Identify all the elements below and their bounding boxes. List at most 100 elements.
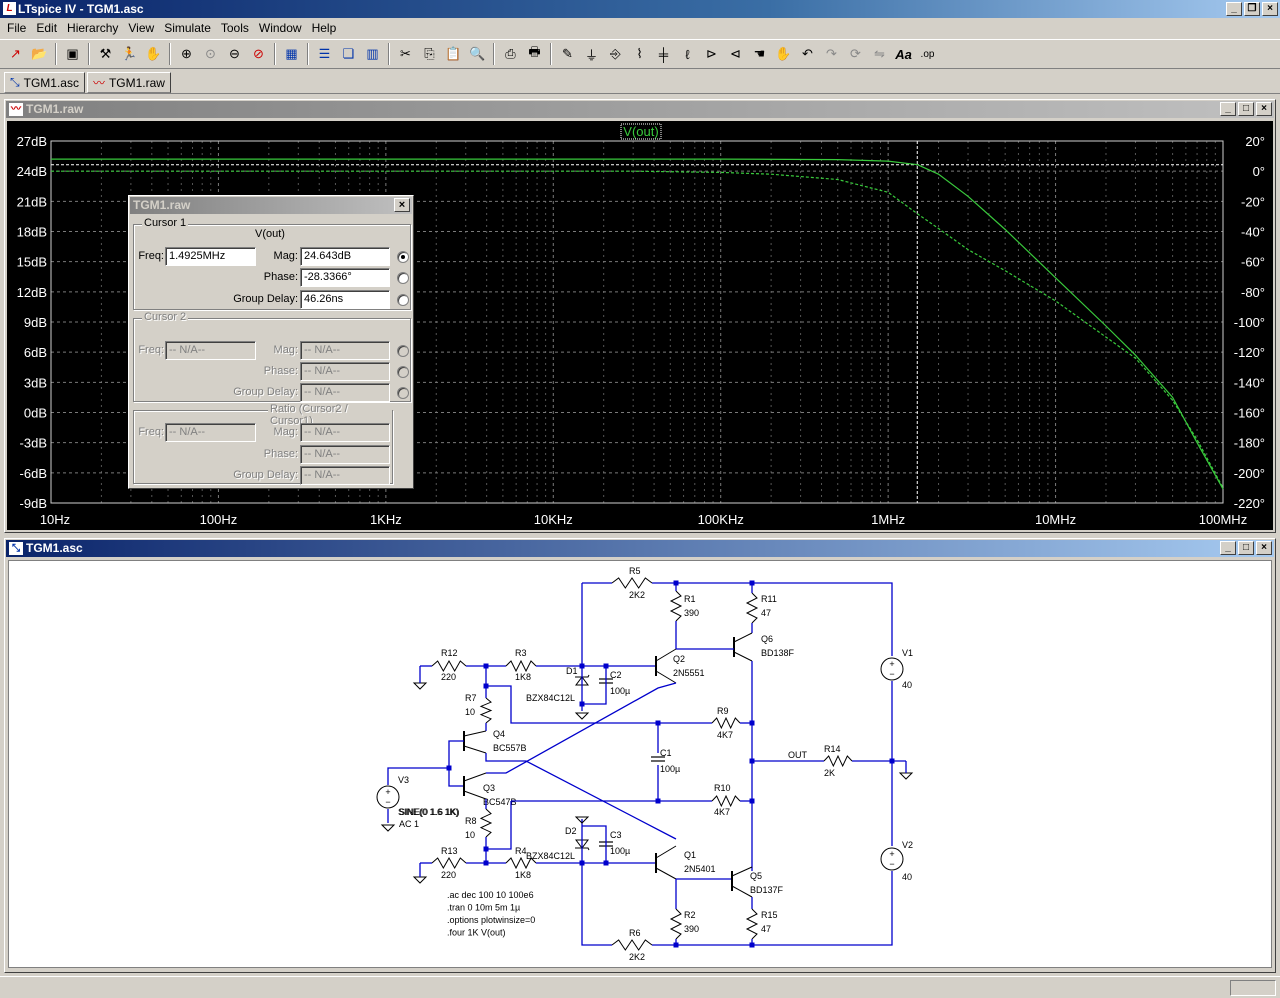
menu-tools[interactable]: Tools [220,21,249,35]
r12-resistor [431,659,467,673]
d1-ref: D1 [566,666,578,676]
q2-ref: Q2 [673,654,685,664]
schematic-close-button[interactable]: × [1256,541,1272,555]
cut-icon[interactable]: ✂ [400,46,411,61]
y-left-tick-label: 15dB [17,255,47,270]
zoom-full-icon[interactable]: ⊙ [205,46,216,61]
cursor-dialog-close-button[interactable]: × [394,198,410,212]
find-icon[interactable]: 🔍 [469,46,486,61]
cursor1-phase-radio[interactable] [397,272,409,284]
cursor-dialog-title[interactable]: TGM1.raw [130,197,412,214]
new-schematic-icon[interactable]: ↗ [10,46,21,61]
y-left-tick-label: -6dB [20,466,47,481]
wire [582,825,607,863]
cursor2-legend: Cursor 2 [142,311,189,323]
label-net-icon[interactable]: ⎆ [610,46,621,61]
y-left-tick-label: 21dB [17,194,47,209]
resistor-icon[interactable]: ⌇ [636,46,643,61]
v2-plus: + [889,849,894,859]
cursor1-mag-radio[interactable] [397,251,409,263]
menu-file[interactable]: File [7,21,27,35]
inductor-icon[interactable]: ℓ [685,46,690,62]
junction-dot [749,758,755,764]
cursor2-gd-radio [397,387,409,399]
halt-icon[interactable]: ✋ [145,46,162,61]
r1-ref: R1 [684,594,696,604]
move-icon[interactable]: ☚ [753,46,766,61]
tile-vertical-icon[interactable]: ▥ [366,46,379,61]
minimize-button[interactable]: _ [1226,2,1242,16]
menu-help[interactable]: Help [311,21,337,35]
paste-icon[interactable]: 📋 [445,46,462,61]
ratio-gd-field: -- N/A-- [300,466,390,485]
capacitor-icon[interactable]: ╪ [658,46,669,62]
close-button[interactable]: × [1262,2,1278,16]
plot-window-titlebar[interactable]: 〰 TGM1.raw _ □ × [6,101,1274,118]
schematic-maximize-button[interactable]: □ [1238,541,1254,555]
mirror-icon[interactable]: ⇋ [874,46,885,61]
zoom-in-icon[interactable]: ⊕ [181,46,192,61]
undo-icon[interactable]: ↶ [802,46,813,61]
cascade-icon[interactable]: ❏ [342,46,355,61]
cursor1-gd-field[interactable]: 46.26ns [300,290,390,309]
cursor1-phase-label: Phase: [263,271,298,283]
run-icon[interactable]: 🏃 [121,46,138,61]
component-icon[interactable]: ⊲ [730,46,741,61]
text-icon[interactable]: Aa [895,46,912,62]
tile-horizontal-icon[interactable]: ☰ [318,46,331,61]
autorange-icon[interactable]: ▦ [285,46,298,61]
print-preview-icon[interactable]: ⎙ [505,46,516,61]
zoom-out-icon[interactable]: ⊖ [229,46,240,61]
y-left-tick-label: 9dB [24,315,47,330]
save-icon[interactable]: ▣ [66,46,79,61]
q2-value: 2N5551 [673,668,705,678]
r10-value: 4K7 [714,807,730,817]
open-icon[interactable]: 📂 [31,46,48,61]
x-tick-label: 10Hz [40,512,70,527]
y-left-tick-label: 27dB [17,134,47,149]
redo-icon[interactable]: ↷ [826,46,837,61]
cursor1-freq-field[interactable]: 1.4925MHz [165,247,256,266]
zoom-cancel-icon[interactable]: ⊘ [253,46,264,61]
cursor1-freq-label: Freq: [138,250,164,262]
menu-hierarchy[interactable]: Hierarchy [67,21,119,35]
copy-icon[interactable]: ⎘ [424,46,435,61]
plot-maximize-button[interactable]: □ [1238,102,1254,116]
r2-value: 390 [684,924,699,934]
r11-value: 47 [761,608,771,618]
v2-voltage-source [880,847,904,871]
restore-button[interactable]: ❐ [1244,2,1260,16]
schematic-window-titlebar[interactable]: ⤡ TGM1.asc _ □ × [6,540,1274,557]
r13-resistor [431,856,467,870]
x-tick-label: 100Hz [200,512,238,527]
diode-icon[interactable]: ⊳ [706,46,717,61]
plot-minimize-button[interactable]: _ [1220,102,1236,116]
menu-edit[interactable]: Edit [36,21,58,35]
q5-transistor [731,866,753,877]
cursor1-gd-radio[interactable] [397,294,409,306]
y-right-tick-label: -80° [1241,285,1265,300]
plot-close-button[interactable]: × [1256,102,1272,116]
print-icon[interactable]: 🖶 [528,44,541,59]
r6-ref: R6 [629,928,641,938]
menu-simulate[interactable]: Simulate [164,21,211,35]
spice-directive-icon[interactable]: .op [920,48,935,60]
draw-wire-icon[interactable]: ✎ [562,46,573,61]
rotate-icon[interactable]: ⟳ [850,46,861,61]
tab-schematic[interactable]: ⤡ TGM1.asc [4,72,85,93]
cursor1-phase-field[interactable]: -28.3366° [300,268,390,287]
ground-icon[interactable]: ⏚ [584,47,598,63]
menu-view[interactable]: View [128,21,155,35]
control-panel-icon[interactable]: ⚒ [99,46,112,61]
drag-icon[interactable]: ✋ [775,46,792,61]
ltspice-logo-icon: L [3,2,16,15]
menu-window[interactable]: Window [258,21,302,35]
cursor1-mag-field[interactable]: 24.643dB [300,247,390,266]
ratio-mag-field: -- N/A-- [300,423,390,442]
wire [581,863,612,946]
r9-ref: R9 [717,706,729,716]
schematic-minimize-button[interactable]: _ [1220,541,1236,555]
tab-waveform[interactable]: 〰 TGM1.raw [86,72,171,93]
